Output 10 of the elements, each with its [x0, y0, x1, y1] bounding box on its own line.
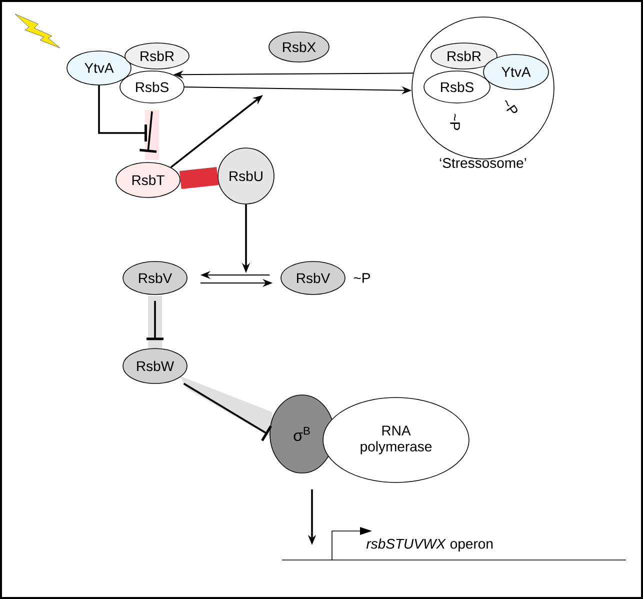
- phosphate-label: ~P: [504, 100, 518, 114]
- inhibition-line: [140, 111, 157, 153]
- inhibition-line: [183, 382, 272, 442]
- caption-text: ‘Stressosome’: [440, 158, 526, 168]
- caption-text: ~P: [354, 273, 370, 283]
- phosphate-label: ~P: [450, 114, 460, 130]
- inhibition-line: [146, 300, 164, 340]
- binding-band: [179, 167, 219, 189]
- inhibition-line: [98, 85, 147, 142]
- gene-label: rsbSTUVWX operon: [366, 538, 493, 552]
